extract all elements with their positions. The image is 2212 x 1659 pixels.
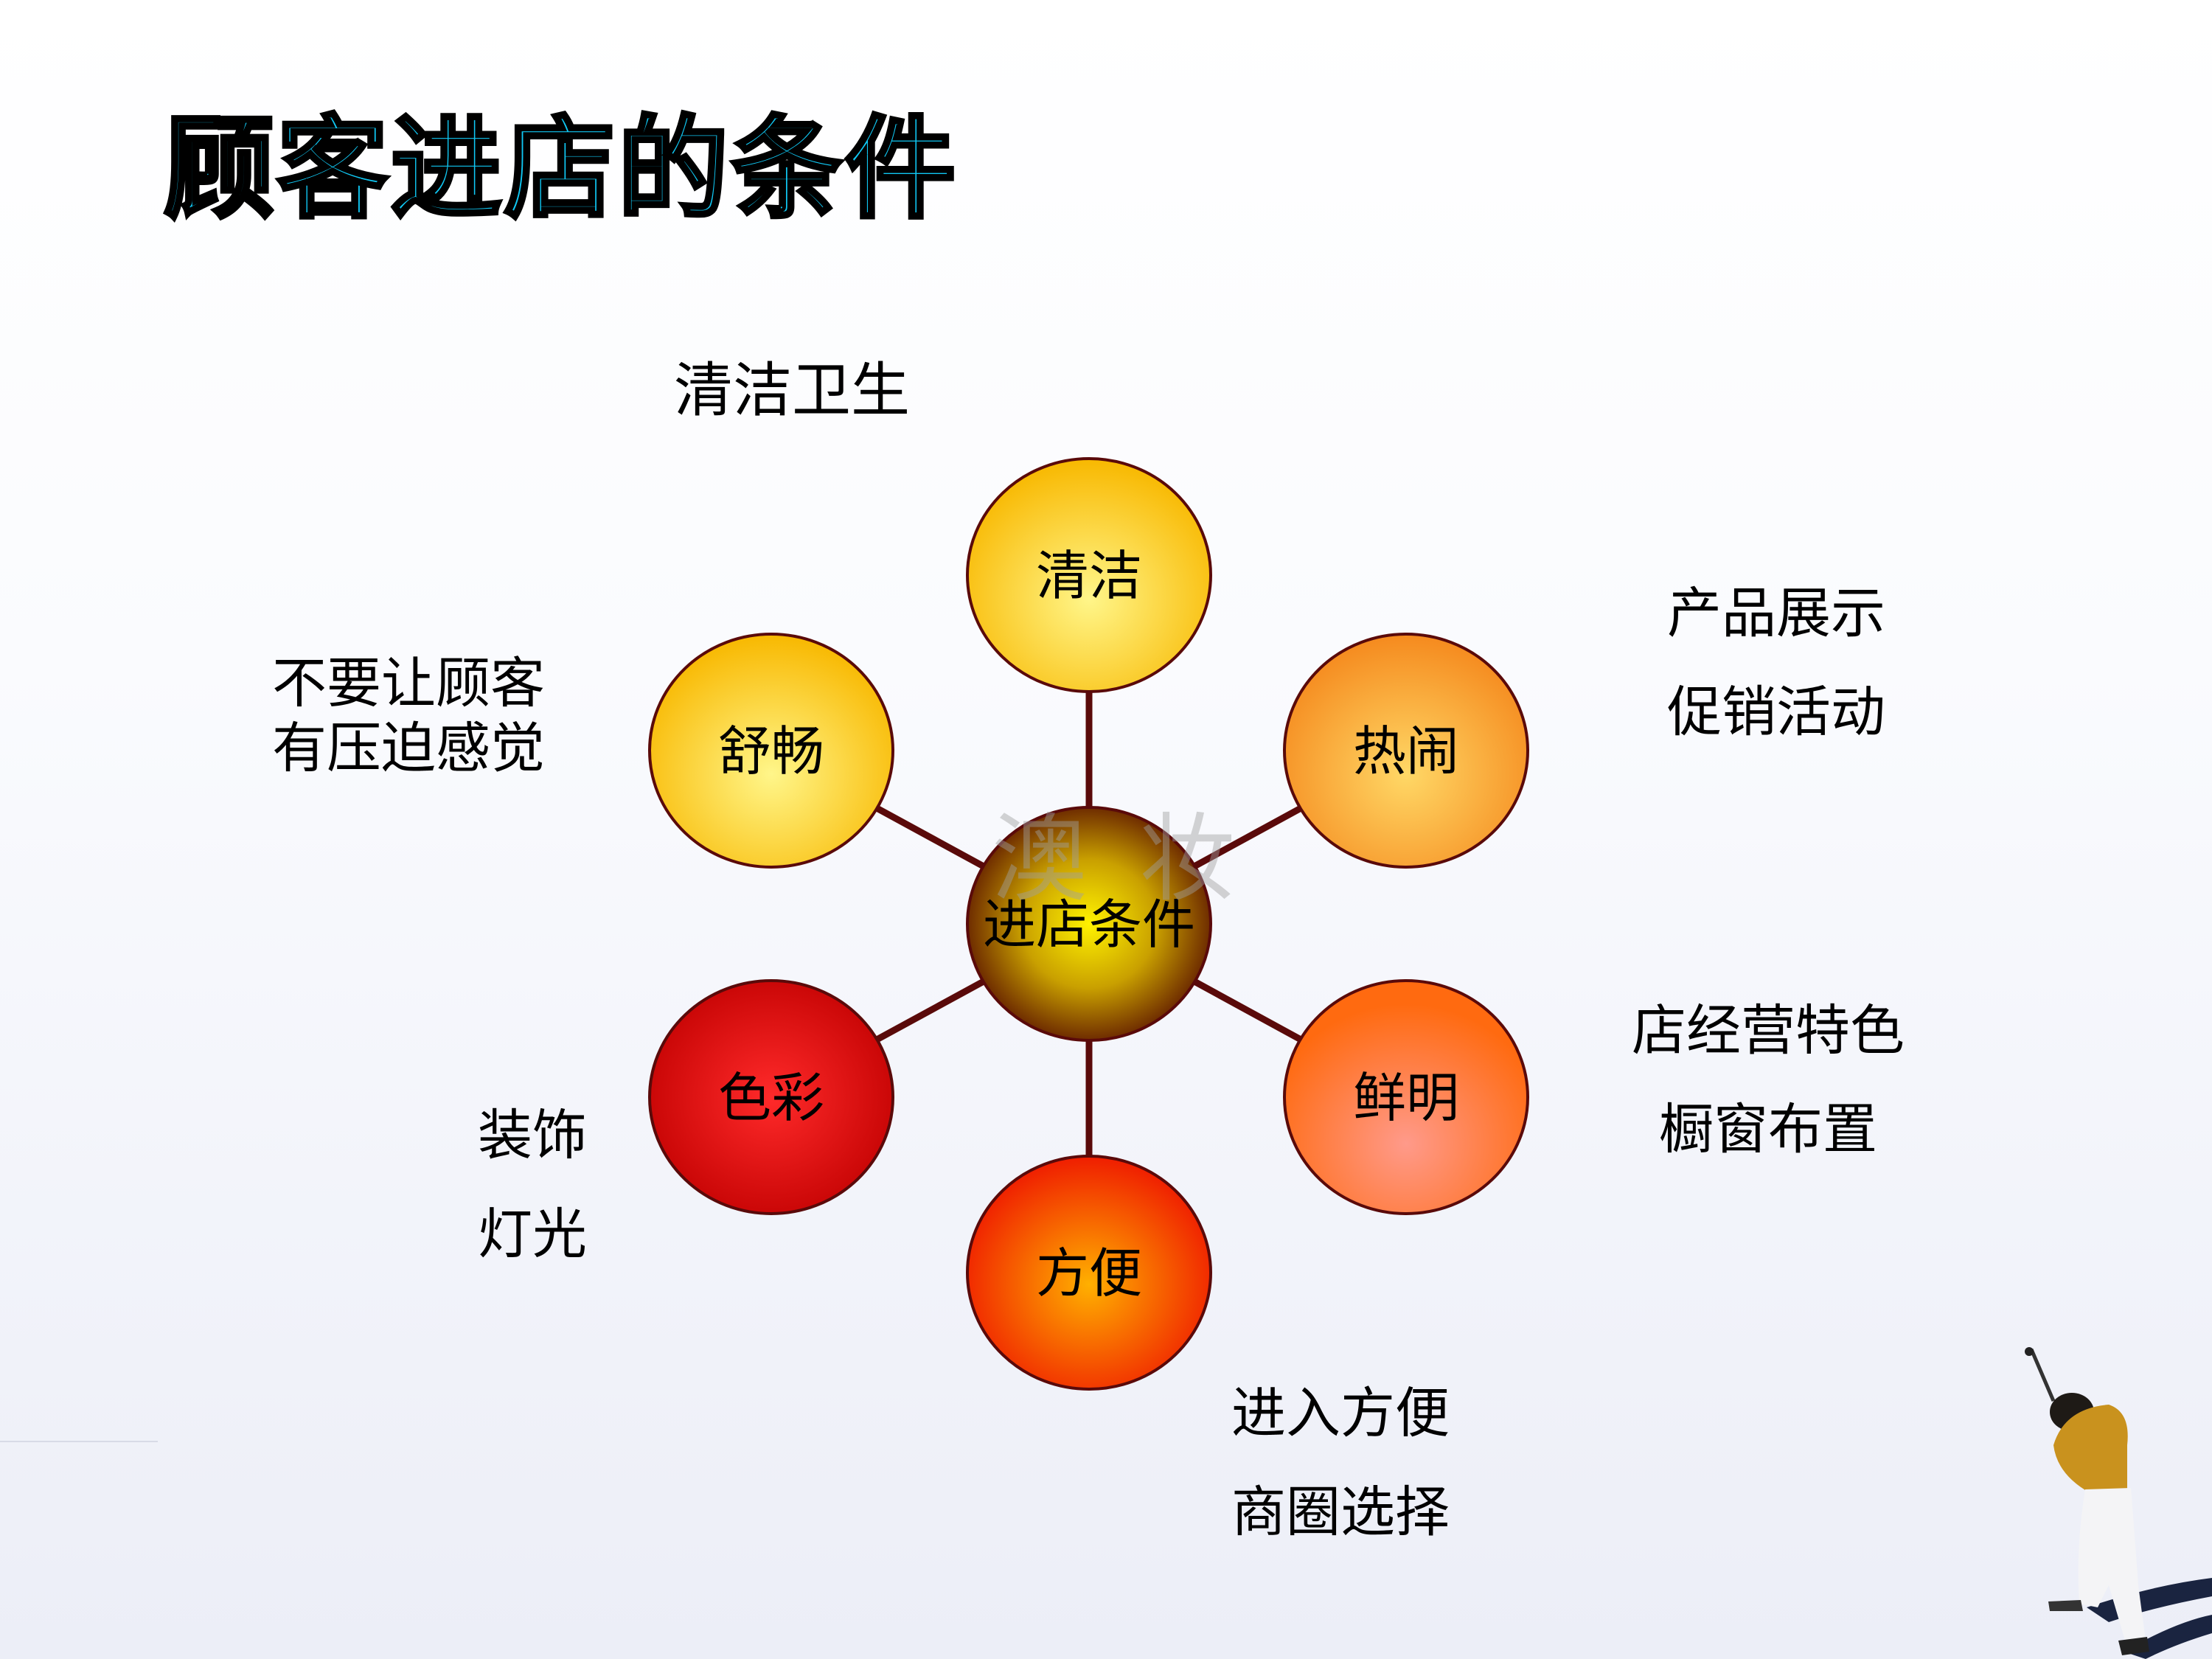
label-bright-1: 店经营特色 (1632, 999, 1905, 1062)
label-lively-1: 产品展示 (1667, 582, 1885, 645)
label-comfort-1: 不要让顾客 (272, 652, 545, 715)
label-color-1: 装饰 (478, 1104, 587, 1167)
node-label: 热闹 (1353, 720, 1459, 782)
node-label: 方便 (1036, 1242, 1142, 1304)
label-comfort-2: 有压迫感觉 (272, 717, 545, 780)
node-color (648, 979, 894, 1215)
label-convenient-2: 商圈选择 (1231, 1481, 1450, 1544)
node-label: 色彩 (718, 1067, 824, 1129)
watermark: 澳妆 (992, 803, 1287, 915)
node-convenient (966, 1155, 1212, 1391)
node-bright (1283, 979, 1529, 1215)
label-lively-2: 促销活动 (1667, 681, 1885, 744)
golfer-image (2025, 1347, 2212, 1659)
node-label: 鲜明 (1353, 1067, 1459, 1129)
node-clean (966, 457, 1212, 693)
divider (0, 1441, 158, 1442)
label-bright-2: 橱窗布置 (1659, 1098, 1877, 1161)
node-lively (1283, 633, 1529, 869)
label-clean: 清洁卫生 (674, 356, 910, 425)
node-label: 清洁 (1036, 545, 1142, 607)
node-label: 舒畅 (718, 720, 824, 782)
center-label: 进店条件 (983, 894, 1195, 956)
node-center (966, 806, 1212, 1042)
label-color-2: 灯光 (478, 1203, 587, 1266)
slide-title: 顾客进店的条件 (161, 104, 959, 236)
label-convenient-1: 进入方便 (1231, 1382, 1450, 1445)
node-comfort (648, 633, 894, 869)
